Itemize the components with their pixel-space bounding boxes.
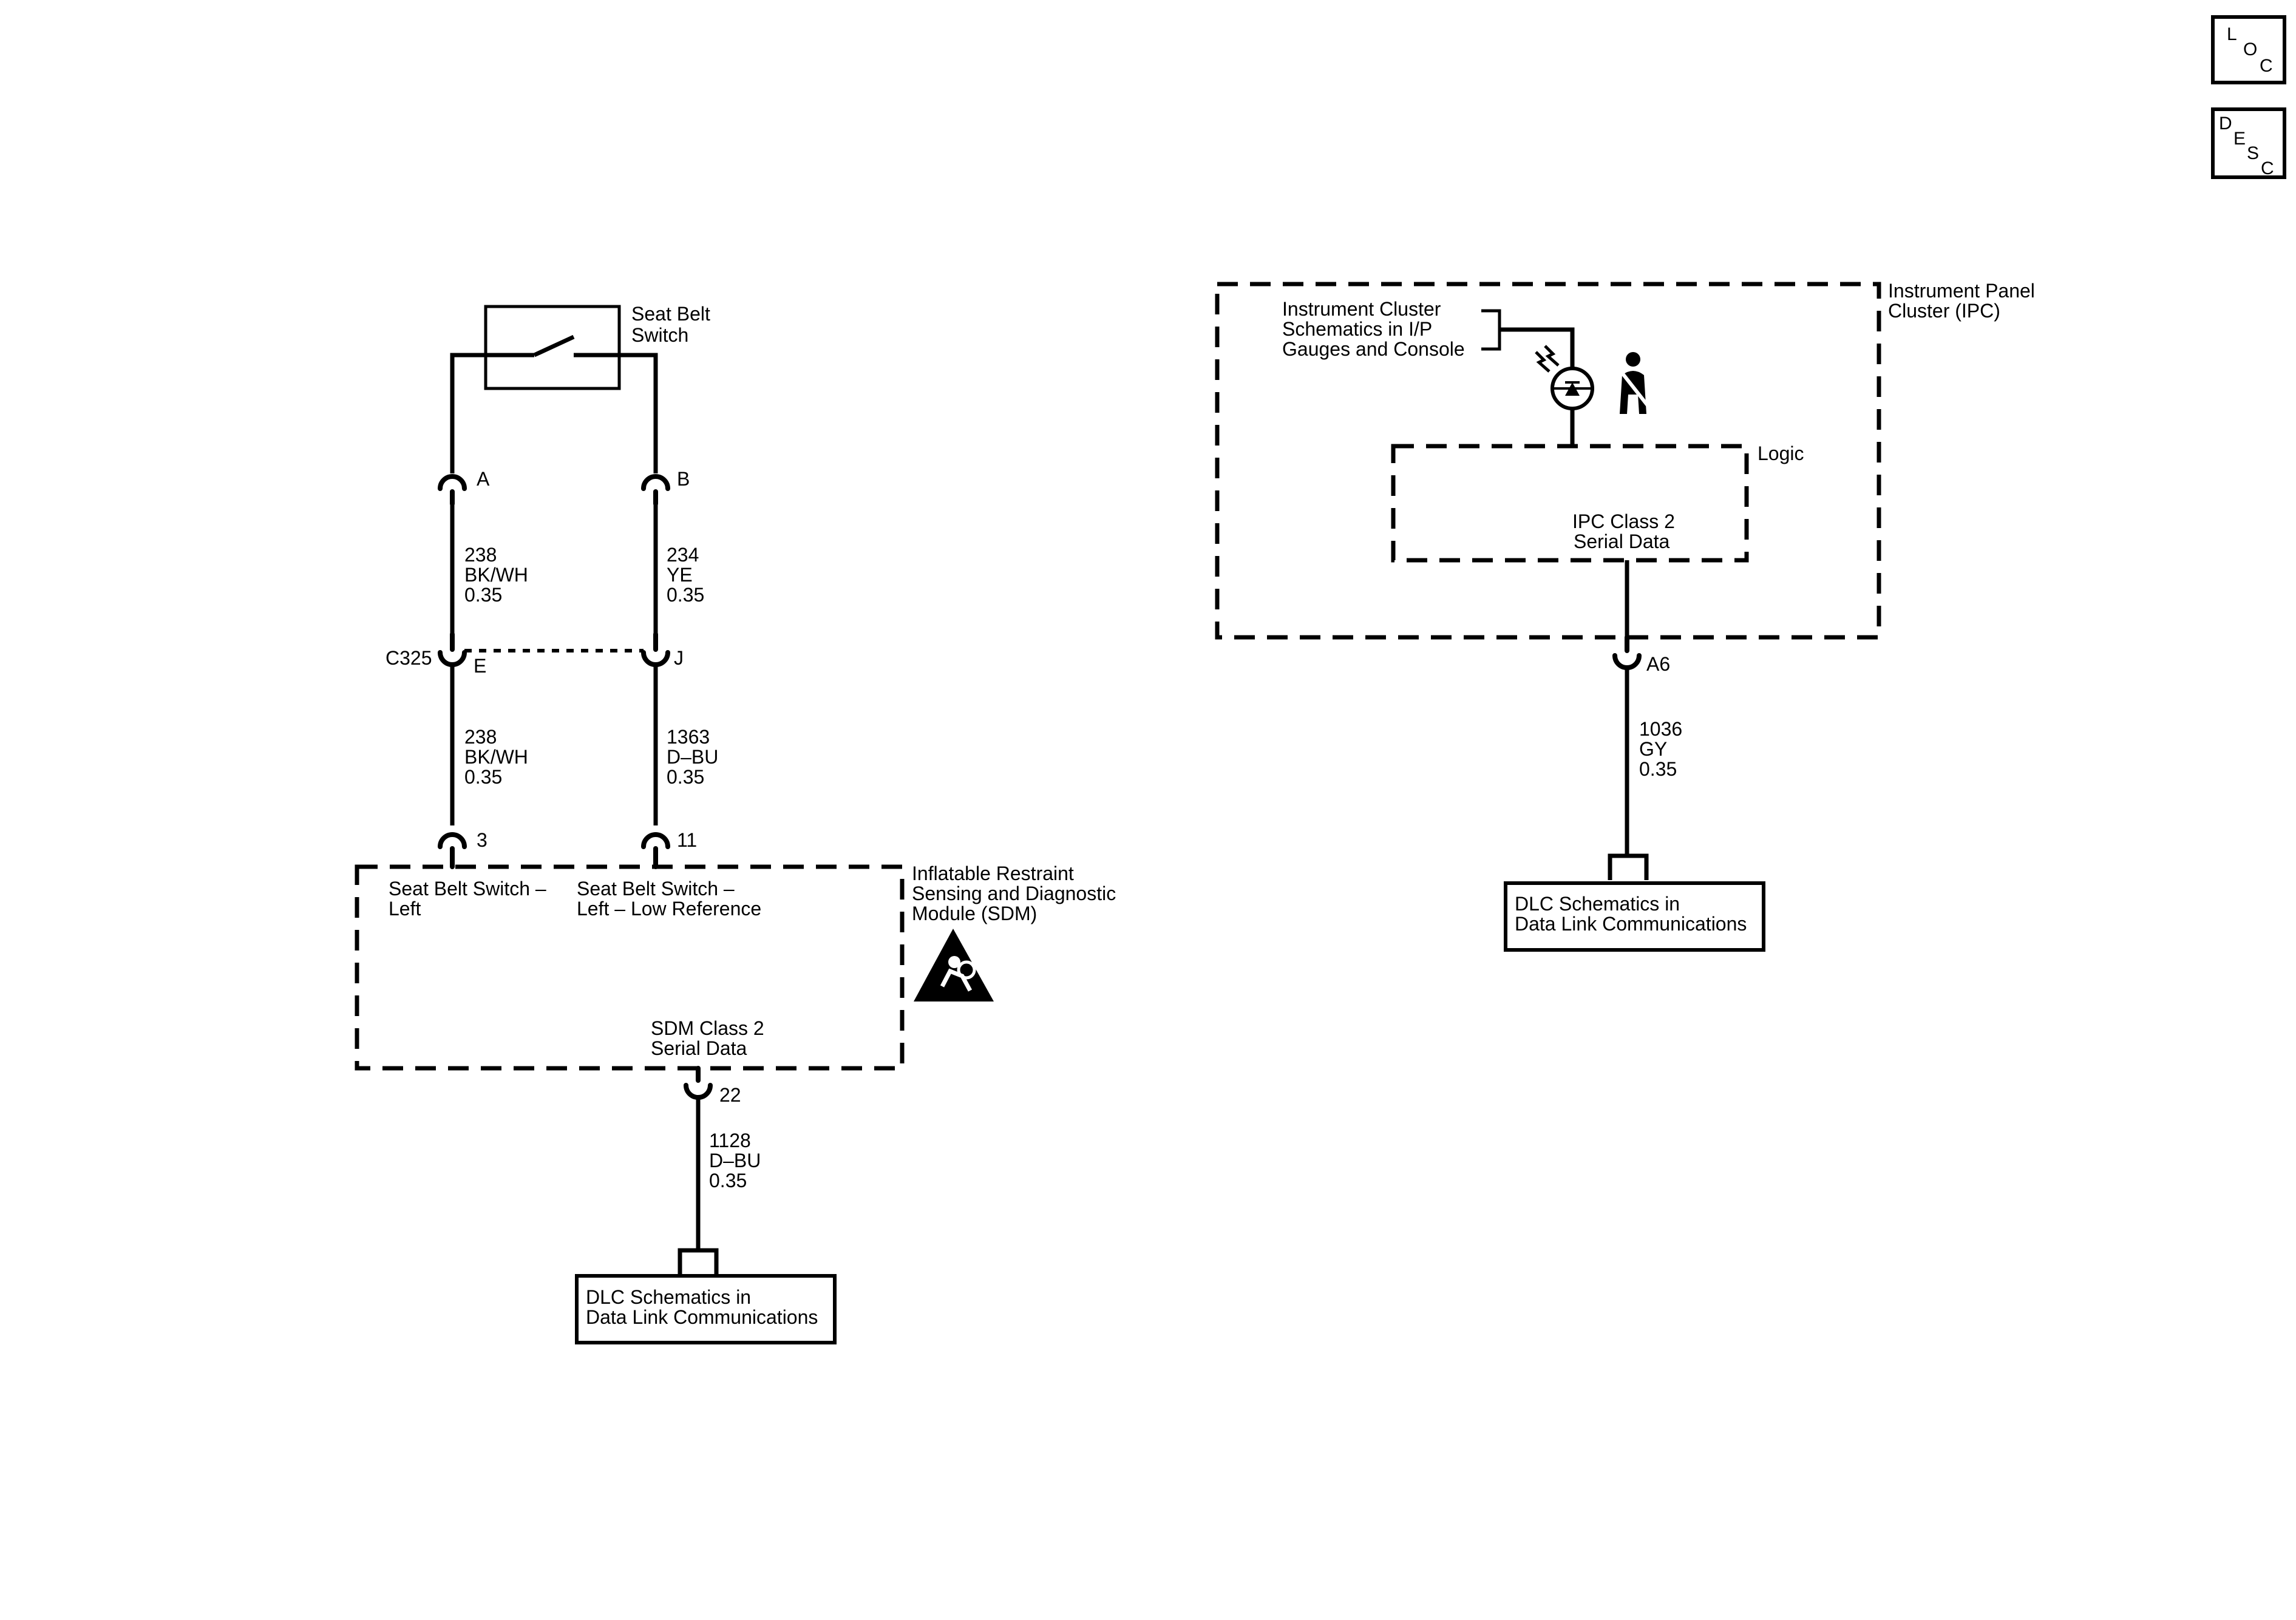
desc-button[interactable]: D E S C	[2211, 107, 2286, 179]
svg-text:0.35: 0.35	[464, 766, 502, 788]
loc-button[interactable]: L O C	[2211, 15, 2286, 84]
connector-c325-label: C325	[385, 647, 432, 669]
svg-text:1128: 1128	[709, 1130, 751, 1151]
desc-letter-e: E	[2233, 129, 2246, 149]
sdm-module: Seat Belt Switch – Left Seat Belt Switch…	[355, 863, 1116, 1071]
loc-letter-o: O	[2243, 39, 2257, 59]
svg-text:238: 238	[464, 544, 497, 566]
svg-text:0.35: 0.35	[464, 584, 502, 606]
sdm-name-label-2: Sensing and Diagnostic	[912, 883, 1116, 904]
svg-text:YE: YE	[667, 564, 693, 586]
pin-3-connector: 3	[438, 829, 487, 869]
sdm-name-label: Inflatable Restraint	[912, 863, 1074, 884]
pin-11-label: 11	[677, 829, 697, 851]
pin-3-label: 3	[477, 829, 487, 851]
led-indicator-icon	[1535, 345, 1594, 410]
ipc-ref-label-2: Schematics in I/P	[1282, 318, 1432, 340]
wire-1363-label: 1363 D–BU 0.35	[667, 726, 718, 788]
sdm-input-right-label-2: Left – Low Reference	[577, 898, 761, 920]
seat-belt-icon	[1619, 352, 1649, 414]
pin-a-connector: A	[438, 468, 490, 506]
dlc-connector-right	[1608, 853, 1649, 880]
svg-text:D–BU: D–BU	[709, 1150, 761, 1171]
desc-letter-s: S	[2247, 143, 2259, 163]
dlc-link-right[interactable]: DLC Schematics in Data Link Communicatio…	[1504, 881, 1765, 952]
wire-234-label: 234 YE 0.35	[667, 544, 704, 606]
ipc-ref-label: Instrument Cluster	[1282, 298, 1441, 320]
dlc-link-left-label-2: Data Link Communications	[586, 1306, 818, 1328]
loc-letter-c: C	[2260, 56, 2273, 76]
svg-text:0.35: 0.35	[1639, 758, 1677, 780]
svg-text:0.35: 0.35	[667, 584, 704, 606]
sdm-serial-label-2: Serial Data	[651, 1037, 747, 1059]
sdm-input-left-label: Seat Belt Switch –	[389, 878, 546, 900]
svg-text:D–BU: D–BU	[667, 746, 718, 768]
pin-e-label: E	[474, 655, 486, 677]
wire-238-lower-label: 238 BK/WH 0.35	[464, 726, 528, 788]
pin-a6-label: A6	[1646, 653, 1670, 675]
pin-22-connector: 22	[684, 1066, 741, 1106]
svg-text:GY: GY	[1639, 738, 1667, 760]
seat-belt-switch-label: Seat Belt	[631, 303, 710, 325]
ipc-serial-label-2: Serial Data	[1574, 530, 1670, 552]
sdm-input-right-label: Seat Belt Switch –	[577, 878, 735, 900]
pin-11-connector: 11	[641, 829, 697, 869]
pin-b-label: B	[677, 468, 690, 490]
svg-text:234: 234	[667, 544, 699, 566]
sdm-name-label-3: Module (SDM)	[912, 903, 1037, 924]
dlc-link-right-label-2: Data Link Communications	[1515, 913, 1747, 935]
svg-text:1363: 1363	[667, 726, 710, 748]
svg-text:1036: 1036	[1639, 718, 1682, 740]
ipc-name-label: Instrument Panel	[1888, 280, 2035, 302]
ipc-ref-label-3: Gauges and Console	[1282, 338, 1465, 360]
airbag-warning-icon	[914, 929, 994, 1001]
wire-1128-label: 1128 D–BU 0.35	[709, 1130, 761, 1191]
desc-letter-d: D	[2219, 114, 2232, 134]
seat-belt-switch-label-2: Switch	[631, 324, 688, 346]
connector-c325: C325 E J	[385, 632, 684, 677]
ipc-name-label-2: Cluster (IPC)	[1888, 300, 2000, 322]
pin-a-label: A	[477, 468, 490, 490]
pin-22-label: 22	[719, 1084, 741, 1106]
dlc-link-left[interactable]: DLC Schematics in Data Link Communicatio…	[575, 1274, 837, 1344]
ipc-schematic-reference[interactable]: Instrument Cluster Schematics in I/P Gau…	[1282, 298, 1465, 360]
loc-letter-l: L	[2227, 24, 2237, 44]
ipc-serial-label: IPC Class 2	[1572, 510, 1675, 532]
ipc-logic-label: Logic	[1758, 442, 1804, 464]
pin-a6-connector: A6	[1612, 635, 1670, 675]
pin-b-connector: B	[641, 468, 690, 506]
dlc-link-right-label: DLC Schematics in	[1515, 893, 1680, 915]
sdm-input-left-label-2: Left	[389, 898, 421, 920]
ipc-logic-block: Logic IPC Class 2 Serial Data	[1391, 442, 1804, 563]
desc-letter-c: C	[2261, 158, 2274, 178]
svg-text:238: 238	[464, 726, 497, 748]
seat-belt-switch: Seat Belt Switch	[450, 303, 710, 410]
dlc-link-left-label: DLC Schematics in	[586, 1286, 751, 1308]
svg-text:0.35: 0.35	[709, 1170, 747, 1191]
svg-text:BK/WH: BK/WH	[464, 746, 528, 768]
switch-body	[484, 305, 621, 390]
svg-text:BK/WH: BK/WH	[464, 564, 528, 586]
wire-1036-label: 1036 GY 0.35	[1639, 718, 1682, 780]
switch-contact-icon	[533, 334, 575, 358]
pin-j-label: J	[674, 647, 684, 669]
ipc-module: Instrument Panel Cluster (IPC) Instrumen…	[1215, 280, 2035, 643]
wire-238-upper-label: 238 BK/WH 0.35	[464, 544, 528, 606]
svg-text:0.35: 0.35	[667, 766, 704, 788]
sdm-serial-label: SDM Class 2	[651, 1017, 764, 1039]
dlc-connector-left	[678, 1248, 719, 1275]
